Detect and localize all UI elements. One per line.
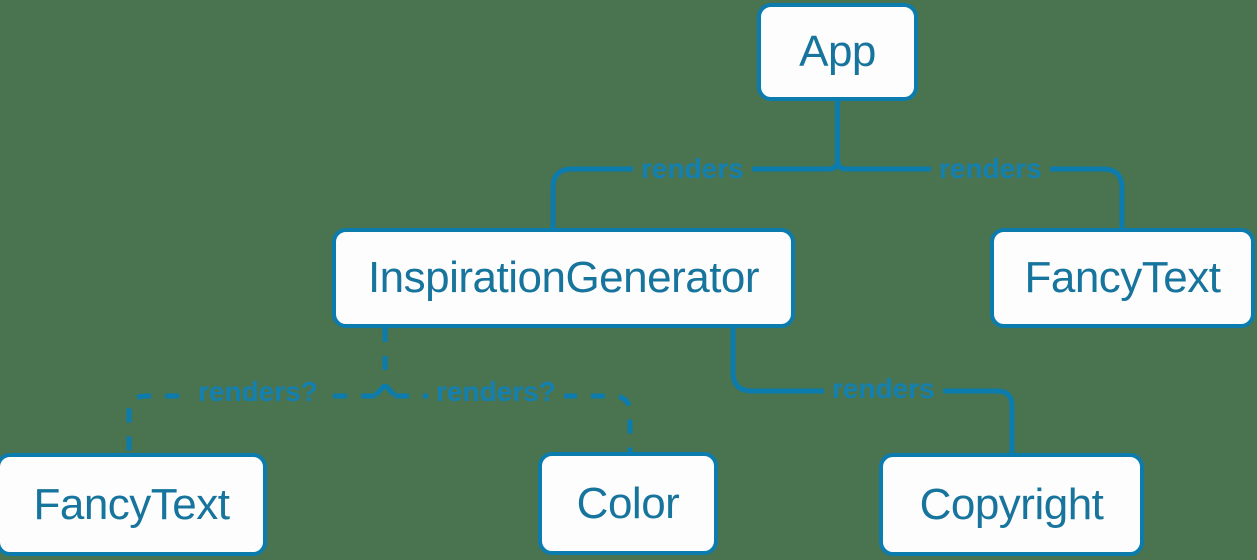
edge-inspirationgenerator-to-color xyxy=(395,393,633,452)
edge-label-inspirationgenerator-copyright: renders xyxy=(824,375,943,403)
edge-inspirationgenerator-to-fancytext-left xyxy=(126,393,375,453)
node-app-label: App xyxy=(799,27,876,76)
edge-inspirationgenerator-dashed-junction-right xyxy=(383,383,397,398)
node-fancytext-bottom-left-label: FancyText xyxy=(33,479,230,529)
edge-label-inspirationgenerator-color: renders? xyxy=(428,378,564,406)
node-copyright-label: Copyright xyxy=(919,479,1104,529)
edge-label-app-inspirationgenerator: renders xyxy=(633,155,752,183)
node-fancytext-right-label: FancyText xyxy=(1024,253,1221,302)
node-inspirationgenerator-label: InspirationGenerator xyxy=(367,253,760,302)
edge-label-app-fancytext: renders xyxy=(931,155,1050,183)
edge-app-to-inspirationgenerator xyxy=(550,166,832,231)
node-copyright[interactable]: Copyright xyxy=(879,453,1144,556)
node-fancytext-bottom-left[interactable]: FancyText xyxy=(0,453,267,556)
node-color-label: Color xyxy=(576,478,680,528)
node-color[interactable]: Color xyxy=(538,452,718,555)
node-fancytext-right[interactable]: FancyText xyxy=(990,228,1255,328)
edge-app-to-fancytext-right xyxy=(843,166,1125,231)
edge-label-inspirationgenerator-fancytext: renders? xyxy=(190,378,326,406)
node-app[interactable]: App xyxy=(757,3,918,101)
node-inspirationgenerator[interactable]: InspirationGenerator xyxy=(332,228,795,328)
